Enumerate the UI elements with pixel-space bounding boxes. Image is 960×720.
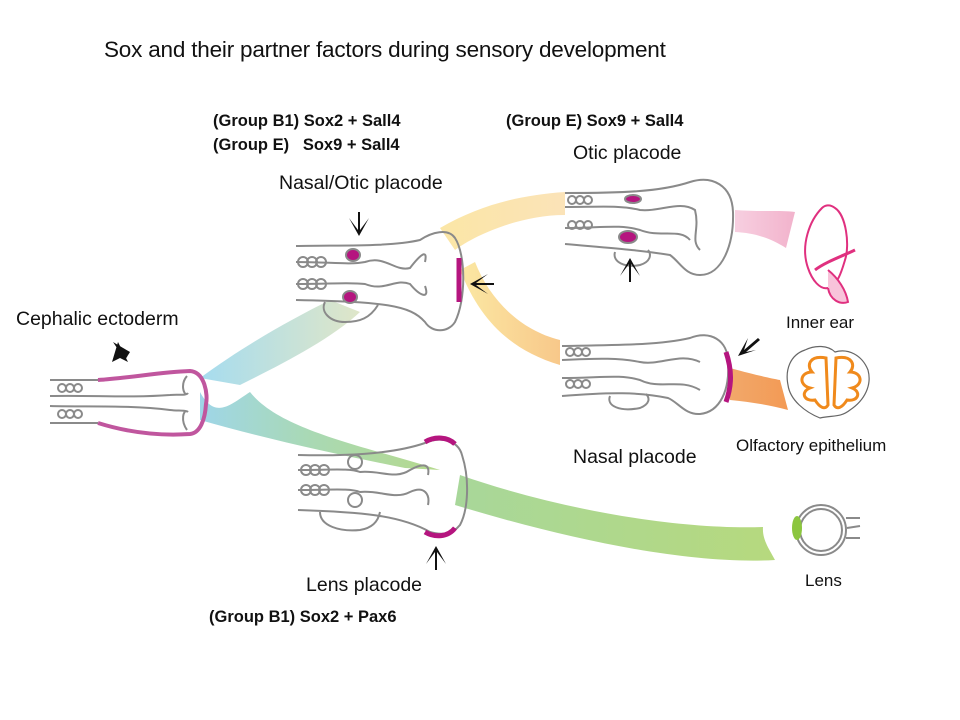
lens-label: Lens [805,571,842,590]
olfactory-epithelium-icon [786,345,870,419]
arrow-lens [426,546,446,570]
lens-placode-label: Lens placode [306,574,423,596]
otic-factor: (Group E) Sox9 + Sall4 [506,112,684,130]
inner-ear-label: Inner ear [786,313,855,332]
nasal-placode-label: Nasal placode [573,446,697,468]
diagram-title: Sox and their partner factors during sen… [104,37,666,62]
nasal-otic-placode-embryo [295,231,465,332]
arrow-otic [620,258,640,282]
arrow-cephalic-ectoderm-shaft [113,342,130,360]
cephalic-ectoderm-label: Cephalic ectoderm [16,308,179,330]
flow-lens-to-lens-organ [455,475,775,561]
nasal-otic-factor-2: (Group E) Sox9 + Sall4 [213,136,400,154]
nasal-otic-placode-label: Nasal/Otic placode [279,172,443,194]
arrow-nasal [738,338,760,356]
flow-nasal-otic-to-otic [440,192,565,250]
flow-ectoderm-to-lens [200,392,440,470]
olfactory-epithelium-label: Olfactory epithelium [736,436,887,455]
cephalic-ectoderm-embryo [49,368,209,437]
otic-placode-embryo [564,178,735,277]
flow-bands [200,192,795,561]
arrow-nasal-otic-side [470,274,494,294]
nasal-otic-factor-1: (Group B1) Sox2 + Sall4 [213,112,401,130]
inner-ear-icon [804,204,856,304]
flow-nasal-otic-to-nasal [460,262,560,365]
arrow-nasal-otic-top [349,212,369,236]
eye-lens-icon [792,504,861,556]
lens-placode-embryo [297,435,469,539]
arrows [112,212,760,570]
flow-nasal-to-olfactory [730,368,788,410]
nasal-placode-embryo [561,334,733,416]
flow-otic-to-inner-ear [735,210,795,248]
otic-placode-label: Otic placode [573,142,682,164]
lens-factor: (Group B1) Sox2 + Pax6 [209,608,397,626]
flow-ectoderm-to-nasal-otic [200,300,360,385]
